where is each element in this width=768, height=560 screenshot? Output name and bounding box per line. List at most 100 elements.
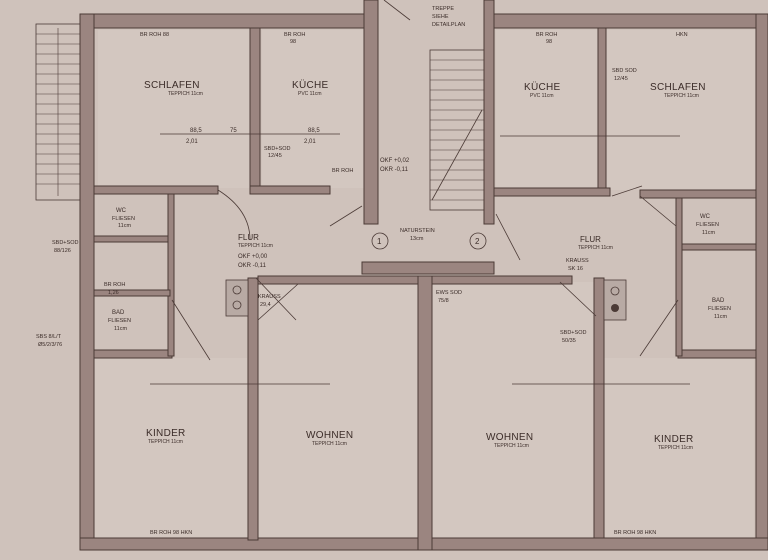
left-sbs2: Ø5/2/3/76 bbox=[38, 342, 62, 348]
left-br-top2: BR ROH bbox=[284, 32, 305, 38]
wall-wc-bottom bbox=[93, 235, 171, 243]
door-arc-8 bbox=[639, 299, 679, 357]
right-br-bottom: BR ROH 98 HKN bbox=[614, 530, 656, 536]
natural-stone-label: NATURSTEIN bbox=[400, 228, 435, 234]
right-sbd-sub: 50/35 bbox=[562, 338, 576, 344]
left-krauss: KRAUSS bbox=[258, 294, 281, 300]
right-br-top3: HKN bbox=[676, 32, 688, 38]
left-dim-1b: 2,01 bbox=[186, 139, 198, 145]
room-schlafen-left bbox=[98, 30, 250, 188]
apartment-number-1: 1 bbox=[377, 237, 382, 246]
left-br-top1: BR ROH 88 bbox=[140, 32, 169, 38]
door-arc-7 bbox=[611, 185, 643, 197]
left-dim-3: 88,5 bbox=[308, 128, 320, 134]
wall-right-outer bbox=[755, 13, 768, 551]
door-arc-3 bbox=[255, 277, 297, 321]
right-kinder-name: KINDER bbox=[654, 434, 694, 445]
staircase-center bbox=[383, 0, 485, 211]
wall-wc-bottom-right bbox=[681, 243, 757, 251]
right-bad-thick: 11cm bbox=[714, 314, 727, 320]
right-kueche-name: KÜCHE bbox=[524, 81, 561, 93]
left-br-bad2: 1,26 bbox=[108, 290, 119, 296]
room-kueche-left bbox=[262, 30, 364, 188]
left-sbd: SBD+SOD bbox=[52, 240, 78, 246]
room-wohnen-right bbox=[432, 282, 594, 540]
wall-schlafen-bottom-right bbox=[639, 189, 768, 199]
left-flur-floor: TEPPICH 11cm bbox=[238, 243, 273, 249]
wall-wohnen-kinder-right bbox=[593, 277, 605, 541]
left-schlafen-floor: TEPPICH 11cm bbox=[168, 91, 203, 97]
left-flur-name: FLUR bbox=[238, 233, 259, 242]
staircase-left bbox=[35, 23, 81, 201]
left-dim-3b: 2,01 bbox=[304, 139, 316, 145]
wall-bad-top bbox=[93, 289, 171, 297]
door-arc-5 bbox=[559, 281, 597, 317]
left-wohnen-floor: TEPPICH 11cm bbox=[312, 441, 347, 447]
right-krauss: KRAUSS bbox=[566, 258, 589, 264]
left-dim-1: 88,5 bbox=[190, 128, 202, 134]
wall-kueche-bottom bbox=[249, 185, 331, 195]
wall-wc-bad-side bbox=[167, 193, 175, 357]
left-dim-2: 75 bbox=[230, 128, 237, 134]
left-kinder-floor: TEPPICH 11cm bbox=[148, 439, 183, 445]
left-br-top2b: 98 bbox=[290, 39, 296, 45]
room-kinder-left bbox=[92, 358, 247, 540]
shaft-pipe-right-2 bbox=[611, 304, 619, 312]
wall-kinder-top-left bbox=[93, 349, 173, 359]
right-sbd: SBD+SOD bbox=[560, 330, 586, 336]
left-sbd-k: SBD+SOD bbox=[264, 146, 290, 152]
door-arc-10 bbox=[495, 213, 521, 261]
left-kueche-floor: PVC 11cm bbox=[298, 91, 322, 97]
shaft-pipe-left-1 bbox=[232, 285, 242, 295]
left-kinder-name: KINDER bbox=[146, 428, 186, 439]
stair-note-3: DETAILPLAN bbox=[432, 22, 465, 28]
apartment-marker-1 bbox=[371, 232, 389, 250]
left-bad-thick: 11cm bbox=[114, 326, 127, 332]
shaft-left bbox=[225, 279, 249, 317]
left-wohnen-name: WOHNEN bbox=[306, 430, 353, 441]
left-kueche-name: KÜCHE bbox=[292, 79, 329, 91]
left-bad-name: BAD bbox=[112, 310, 125, 316]
wall-top-right bbox=[487, 13, 768, 29]
room-kinder-right bbox=[604, 358, 754, 540]
left-sbd-k2: 12/45 bbox=[268, 153, 282, 159]
door-arc-1 bbox=[217, 189, 251, 241]
left-br-bad: BR ROH bbox=[104, 282, 125, 288]
level-center-okf: OKF +0,02 bbox=[380, 158, 410, 164]
right-wohnen-name: WOHNEN bbox=[486, 432, 533, 443]
wall-landing bbox=[361, 261, 495, 275]
shaft-pipe-left-2 bbox=[232, 300, 242, 310]
right-sbd-top2: 12/45 bbox=[614, 76, 628, 82]
level-center-okr: OKR -0,11 bbox=[380, 167, 409, 173]
wall-schlafen-bottom bbox=[93, 185, 219, 195]
wall-kueche-bottom-right bbox=[493, 187, 611, 197]
stair-note-1: TREPPE bbox=[432, 6, 454, 12]
wall-bottom-right bbox=[431, 537, 768, 551]
right-br-top2: 98 bbox=[546, 39, 552, 45]
right-ews-sub: 75/8 bbox=[438, 298, 449, 304]
left-wc-thick: 11cm bbox=[118, 223, 131, 229]
door-arc-4 bbox=[329, 205, 363, 227]
wall-stair-right bbox=[483, 0, 495, 225]
right-kueche-floor: PVC 11cm bbox=[530, 93, 554, 99]
wall-kinder-top-right bbox=[677, 349, 757, 359]
apartment-number-2: 2 bbox=[475, 237, 480, 246]
right-bad-floor: FLIESEN bbox=[708, 306, 731, 312]
right-wc-thick: 11cm bbox=[702, 230, 715, 236]
left-krauss2: 29,4 bbox=[260, 302, 271, 308]
left-sbd2: 88/126 bbox=[54, 248, 71, 254]
wall-between-kueche-schlafen-right bbox=[597, 27, 607, 193]
right-wohnen-floor: TEPPICH 11cm bbox=[494, 443, 529, 449]
right-br-top1: BR ROH bbox=[536, 32, 557, 38]
door-arc-2 bbox=[171, 299, 211, 361]
right-flur-floor: TEPPICH 11cm bbox=[578, 245, 613, 251]
wall-wohnen-top-left bbox=[257, 275, 423, 285]
left-br-bottom: BR ROH 98 HKN bbox=[150, 530, 192, 536]
left-sbs: SBS 8/L/T bbox=[36, 334, 62, 340]
wall-wohnen-top-right bbox=[431, 275, 573, 285]
right-kinder-floor: TEPPICH 11cm bbox=[658, 445, 693, 451]
shaft-right bbox=[603, 279, 627, 321]
left-wc-floor: FLIESEN bbox=[112, 216, 135, 222]
wall-party bbox=[417, 275, 433, 551]
